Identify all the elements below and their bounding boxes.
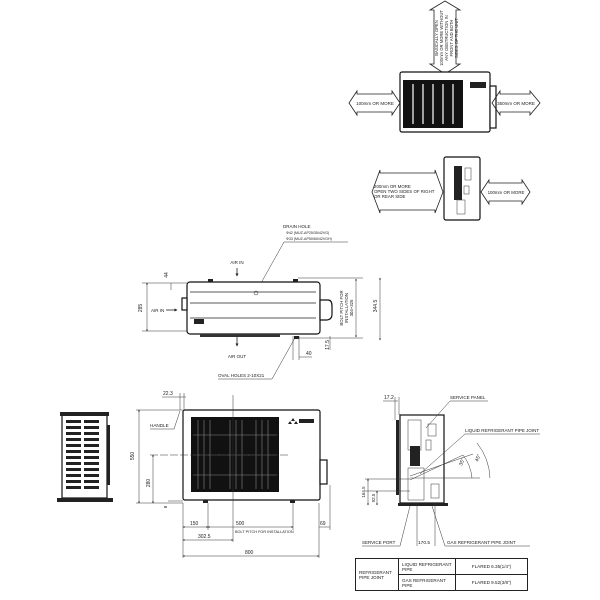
dim-800: 800: [245, 550, 254, 556]
clearance-front-view: 100mm OR MORE 350mm OR MORE BASICALLY OP…: [348, 0, 541, 133]
svg-text:BASICALLY OPEN: BASICALLY OPEN: [434, 20, 439, 55]
left-side-view: [57, 412, 113, 502]
side-clearance-line-3: OR REAR SIDE: [374, 194, 406, 199]
svg-text:ANY OBSTRUCTION IN: ANY OBSTRUCTION IN: [444, 15, 449, 61]
bolt-pitch-front-label: BOLT PITCH FOR INSTALLATION: [235, 530, 294, 534]
right-side-view: 17.2 SERVICE PANEL LIQUID REFRIGERANT PI…: [361, 395, 540, 547]
handle-label: HANDLE: [150, 423, 169, 428]
svg-text:BOLT PITCH FOR: BOLT PITCH FOR: [339, 290, 344, 325]
clearance-left-label: 100mm OR MORE: [356, 101, 394, 106]
drain-hole-label: DRAIN HOLE: [283, 224, 311, 229]
dim-44: 44: [164, 272, 170, 278]
gas-joint-label: GAS REFRIGERANT PIPE JOINT: [447, 540, 516, 545]
dim-17-2: 17.2: [384, 395, 394, 401]
dim-69: 69: [320, 521, 326, 527]
clearance-arrow-top: [428, 0, 462, 75]
table-cell-pipe: LIQUID REFRIGERANT PIPE: [398, 558, 456, 575]
dim-500: 500: [236, 521, 245, 527]
drain-hole-size-1: Φ42 (MUZ-AP25/35/42VG): [286, 231, 329, 235]
clearance-arrow-right: [491, 89, 541, 117]
dim-550: 550: [130, 452, 136, 461]
table-row: REFRIGERANT PIPE JOINT LIQUID REFRIGERAN…: [355, 558, 528, 591]
air-in-left-label: AIR IN: [151, 308, 164, 313]
clearance-top-label: BASICALLY OPEN 100mm OR MORE WITHOUT ANY…: [434, 10, 459, 66]
side-clearance-line-2: OPEN TWO SIDES OF RIGHT: [374, 189, 435, 194]
side-clearance-line-1: 200mm OR MORE: [374, 184, 411, 189]
svg-text:FRONT AND BOTH: FRONT AND BOTH: [449, 20, 454, 57]
clearance-arrow-left: [348, 89, 401, 117]
dim-40: 40: [306, 351, 312, 357]
dim-92-5: 92.5: [371, 493, 376, 502]
dim-170-5: 170.5: [418, 540, 430, 546]
clearance-right-label: 350mm OR MORE: [497, 101, 535, 106]
service-panel-label: SERVICE PANEL: [450, 395, 486, 400]
dim-150: 150: [190, 521, 199, 527]
angle-35: 35°: [458, 458, 466, 467]
dim-164-5: 164.5: [361, 486, 366, 498]
dim-8: 8: [163, 505, 168, 508]
svg-text:304~325: 304~325: [349, 299, 354, 316]
liquid-joint-label: LIQUID REFRIGERANT PIPE JOINT: [465, 428, 539, 433]
clearance-side-view: 200mm OR MORE OPEN TWO SIDES OF RIGHT OR…: [371, 156, 531, 221]
table-header-cell: REFRIGERANT PIPE JOINT: [355, 558, 399, 591]
front-view: 22.3 HANDLE 550 280 8 150 500 BOLT PITCH…: [130, 391, 331, 558]
top-view: DRAIN HOLE Φ42 (MUZ-AP25/35/42VG) Φ33 (M…: [138, 224, 381, 380]
brand-logo: [288, 418, 314, 424]
svg-text:INSTALLATION: INSTALLATION: [344, 293, 349, 323]
oval-holes-label: OVAL HOLES 2-10X21: [218, 373, 265, 378]
svg-text:SIDES OF THE UNIT: SIDES OF THE UNIT: [454, 18, 459, 58]
side-clearance-right-label: 100mm OR MORE: [488, 190, 525, 195]
dim-302-5: 302.5: [198, 534, 211, 540]
clearance-side-arrow-right: [480, 178, 531, 206]
air-out-label: AIR OUT: [228, 354, 247, 359]
table-cell-joint: FLARED 9.52(3/8"): [455, 574, 528, 591]
dim-344-5: 344.5: [373, 300, 379, 313]
dim-280: 280: [146, 479, 152, 488]
table-cell-pipe: GAS REFRIGERANT PIPE: [398, 574, 456, 591]
table-row: GAS REFRIGERANT PIPE FLARED 9.52(3/8"): [356, 574, 528, 591]
air-in-top-label: AIR IN: [230, 260, 243, 265]
dim-22-3: 22.3: [163, 391, 173, 397]
service-port-label: SERVICE PORT: [362, 540, 396, 545]
table-cell-joint: FLARED 6.35(1/4"): [455, 558, 528, 575]
angle-45: 45°: [474, 454, 482, 463]
svg-text:100mm OR MORE WITHOUT: 100mm OR MORE WITHOUT: [439, 10, 444, 66]
bolt-pitch-top-label: BOLT PITCH FOR INSTALLATION 304~325: [339, 290, 354, 325]
clearance-side-arrow-left: [371, 169, 444, 214]
dim-17-5: 17.5: [325, 340, 331, 350]
drain-hole-size-2: Φ33 (MUZ-AP50/60/42VGH): [286, 237, 332, 241]
dim-285: 285: [138, 304, 144, 313]
pipe-joint-table: REFRIGERANT PIPE JOINT LIQUID REFRIGERAN…: [355, 558, 528, 591]
